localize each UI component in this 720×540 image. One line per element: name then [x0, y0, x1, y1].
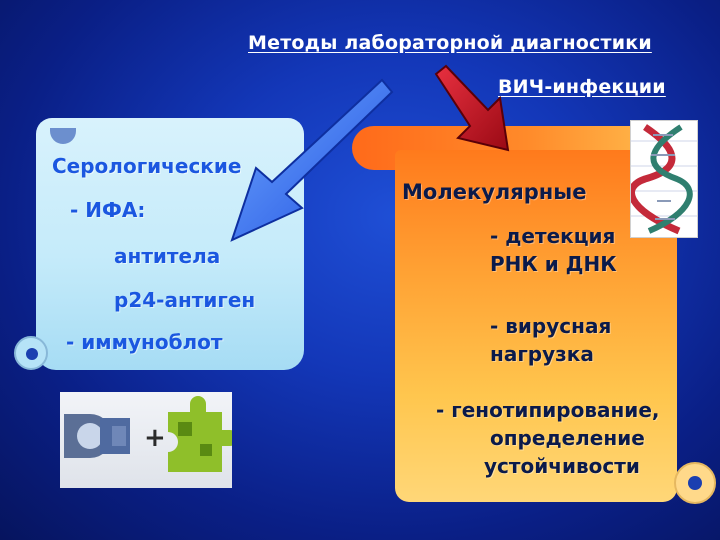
molecular-item: - вирусная [490, 314, 612, 338]
molecular-item: РНК и ДНК [490, 252, 617, 276]
molecular-item: - детекция [490, 224, 616, 248]
dna-icon [630, 120, 698, 238]
molecular-item: нагрузка [490, 342, 594, 366]
serological-item: р24-антиген [114, 288, 256, 312]
molecular-item: - генотипирование, [436, 398, 660, 422]
serological-item: - иммуноблот [66, 330, 223, 354]
scroll-curl-top [50, 128, 76, 144]
molecular-item: устойчивости [484, 454, 640, 478]
molecular-heading: Молекулярные [402, 180, 587, 204]
scroll-curl-bottom [14, 336, 48, 370]
title-line-1: Методы лабораторной диагностики [248, 32, 652, 54]
puzzle-icon: + [60, 392, 232, 488]
left-arrow [230, 78, 394, 242]
serological-item: - ИФА: [70, 198, 146, 222]
serological-heading: Серологические [52, 154, 242, 178]
serological-panel [36, 118, 304, 370]
scroll-curl-bottom-right [674, 462, 716, 504]
serological-item: антитела [114, 244, 221, 268]
title-line-2: ВИЧ-инфекции [498, 76, 666, 98]
molecular-item: определение [490, 426, 645, 450]
svg-text:+: + [144, 423, 166, 453]
right-arrow [434, 64, 510, 152]
